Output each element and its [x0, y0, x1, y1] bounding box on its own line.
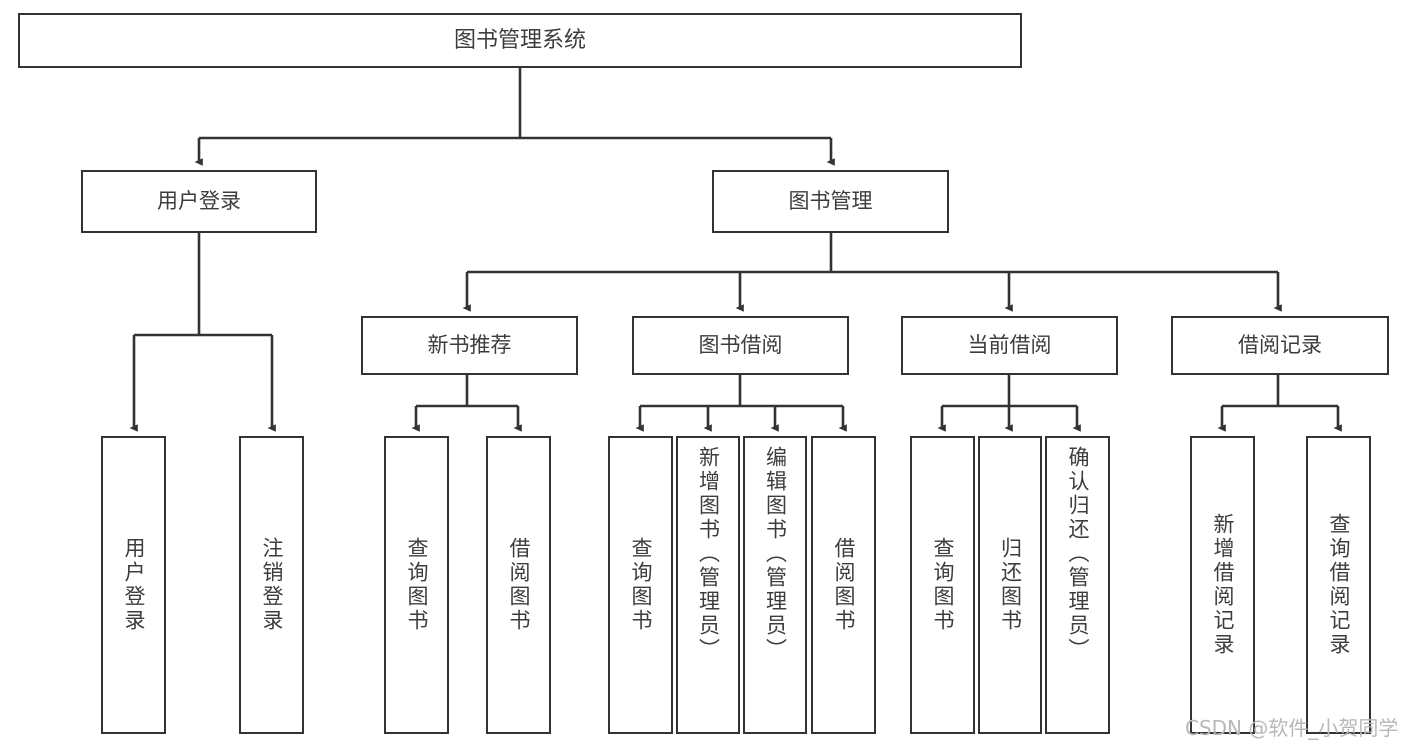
node-label: 确认归还（管理员） — [1066, 446, 1090, 662]
node-new-book-recommendation[interactable]: 新书推荐 — [361, 316, 578, 375]
leaf-borrow-borrow-book[interactable]: 借阅图书 — [811, 436, 876, 734]
node-current-borrowing[interactable]: 当前借阅 — [901, 316, 1118, 375]
node-label: 新书推荐 — [427, 333, 512, 358]
node-label: 图书管理系统 — [453, 27, 586, 53]
node-user-login[interactable]: 用户登录 — [81, 170, 317, 233]
leaf-user-login-signout[interactable]: 注销登录 — [239, 436, 304, 734]
node-label: 借阅图书 — [832, 537, 856, 633]
node-root-book-management-system[interactable]: 图书管理系统 — [18, 13, 1022, 68]
node-label: 用户登录 — [122, 537, 146, 633]
node-label: 当前借阅 — [967, 333, 1052, 358]
node-label: 图书借阅 — [698, 333, 783, 358]
leaf-borrow-query-book[interactable]: 查询图书 — [608, 436, 673, 734]
node-label: 新增借阅记录 — [1211, 513, 1235, 657]
leaf-new-book-query-book[interactable]: 查询图书 — [384, 436, 449, 734]
node-label: 用户登录 — [157, 189, 241, 214]
node-label: 图书管理 — [788, 189, 873, 214]
node-label: 注销登录 — [260, 537, 284, 633]
leaf-current-query-book[interactable]: 查询图书 — [910, 436, 975, 734]
node-label: 编辑图书（管理员） — [763, 446, 788, 662]
leaf-current-confirm-return-admin[interactable]: 确认归还（管理员） — [1045, 436, 1110, 734]
leaf-borrow-edit-book-admin[interactable]: 编辑图书（管理员） — [743, 436, 807, 734]
node-label: 借阅记录 — [1238, 333, 1322, 358]
leaf-new-book-borrow-book[interactable]: 借阅图书 — [486, 436, 551, 734]
node-book-borrowing[interactable]: 图书借阅 — [632, 316, 849, 375]
leaf-current-return-book[interactable]: 归还图书 — [978, 436, 1042, 734]
node-label: 归还图书 — [998, 537, 1023, 633]
leaf-user-login-signin[interactable]: 用户登录 — [101, 436, 166, 734]
node-label: 借阅图书 — [507, 537, 531, 633]
node-label: 查询图书 — [405, 537, 429, 633]
leaf-borrow-add-book-admin[interactable]: 新增图书（管理员） — [676, 436, 740, 734]
node-label: 查询借阅记录 — [1327, 513, 1351, 657]
node-label: 查询图书 — [931, 537, 955, 633]
node-borrowing-records[interactable]: 借阅记录 — [1171, 316, 1389, 375]
leaf-record-query-borrow-record[interactable]: 查询借阅记录 — [1306, 436, 1371, 734]
node-label: 查询图书 — [629, 537, 653, 633]
node-label: 新增图书（管理员） — [696, 446, 721, 662]
node-book-management[interactable]: 图书管理 — [712, 170, 949, 233]
leaf-record-add-borrow-record[interactable]: 新增借阅记录 — [1190, 436, 1255, 734]
